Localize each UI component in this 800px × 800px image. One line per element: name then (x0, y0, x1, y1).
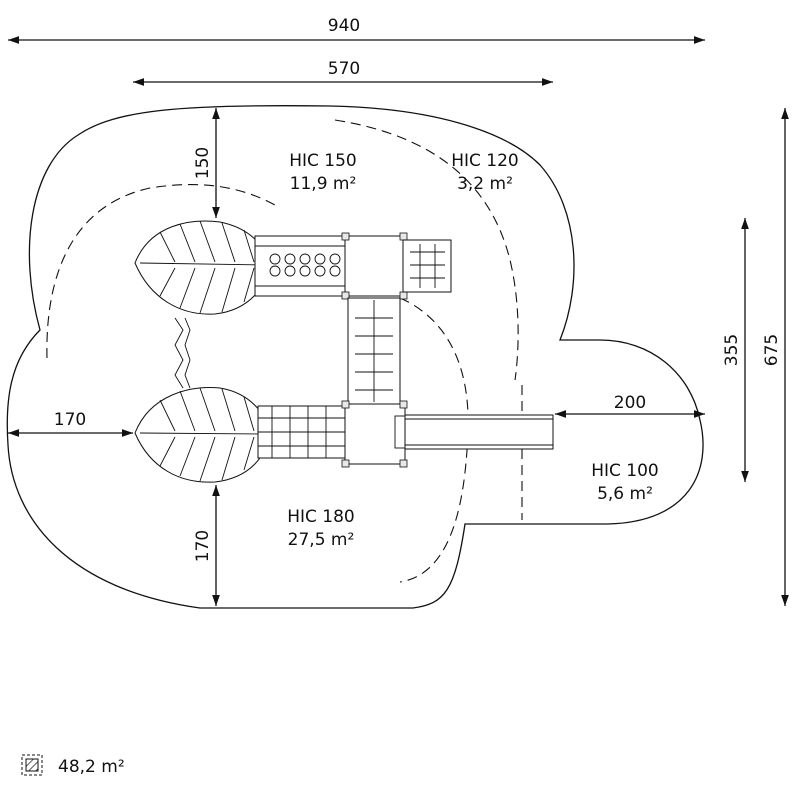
legend-total-area: 48,2 m² (58, 757, 125, 777)
dim-structure-width: 570 (328, 59, 360, 79)
vertical-bridge (347, 297, 401, 405)
dim-slide-clearance: 200 (614, 393, 646, 413)
chain-link-connector (174, 317, 191, 389)
climbing-ladder (402, 239, 452, 293)
legend: 48,2 m² (21, 754, 125, 777)
zone-label-hic-150: HIC 150 11,9 m² (289, 151, 357, 194)
top-roof (134, 220, 269, 315)
dim-bottom-clearance: 170 (193, 530, 213, 562)
top-platform (341, 232, 408, 300)
bottom-platform (341, 400, 408, 468)
svg-text:HIC 150: HIC 150 (289, 151, 357, 171)
dim-slide-zone-height: 355 (722, 334, 742, 366)
hic-150-boundary (46, 184, 276, 359)
slide (404, 414, 554, 450)
dim-total-height: 675 (762, 334, 782, 366)
svg-text:27,5 m²: 27,5 m² (288, 530, 355, 550)
zone-label-hic-120: HIC 120 3,2 m² (451, 151, 519, 194)
bottom-bridge (257, 405, 349, 459)
svg-text:HIC 180: HIC 180 (287, 507, 355, 527)
svg-text:5,6 m²: 5,6 m² (597, 484, 653, 504)
zone-label-hic-100: HIC 100 5,6 m² (591, 461, 659, 504)
dim-total-width: 940 (328, 16, 360, 36)
zone-label-hic-180: HIC 180 27,5 m² (287, 507, 355, 550)
safety-zone-outline (6, 104, 704, 609)
dim-top-clearance: 150 (193, 147, 213, 179)
svg-text:3,2 m²: 3,2 m² (457, 174, 513, 194)
svg-text:11,9 m²: 11,9 m² (290, 174, 357, 194)
svg-text:HIC 100: HIC 100 (591, 461, 659, 481)
hatched-area-icon (21, 754, 43, 776)
dim-left-clearance: 170 (54, 410, 86, 430)
top-bridge (254, 235, 346, 297)
hic-120-boundary (334, 119, 519, 381)
svg-text:HIC 120: HIC 120 (451, 151, 519, 171)
bottom-roof (134, 387, 269, 483)
hic-180-boundary (399, 297, 469, 583)
